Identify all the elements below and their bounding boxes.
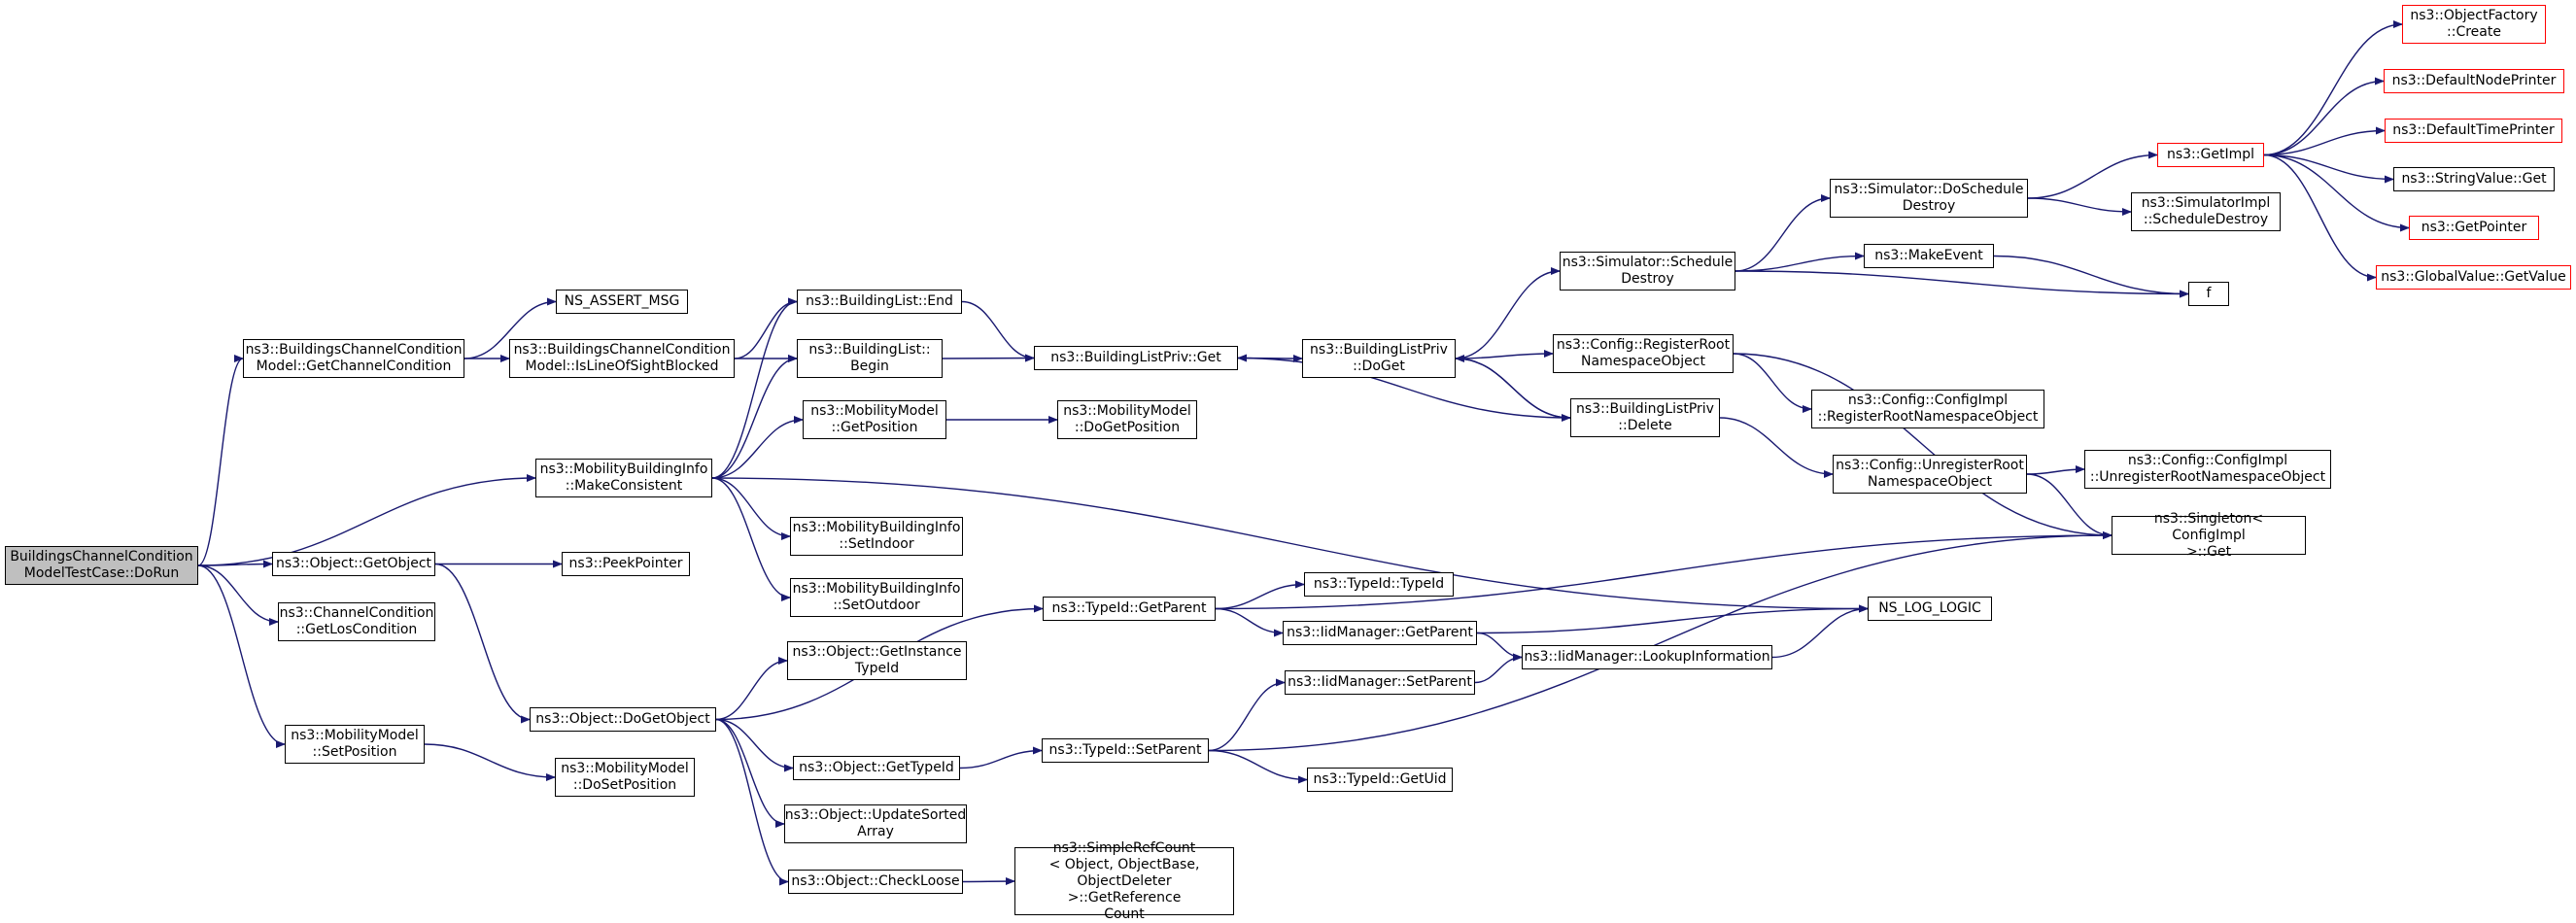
call-edge-schedule_destroy-to-make_event — [1735, 252, 1865, 272]
node-peek-pointer[interactable]: ns3::PeekPointer — [562, 552, 690, 576]
call-edge-mbi_make_consistent-to-building_list_end — [711, 297, 798, 479]
node-config-register-root-namespace-object[interactable]: ns3::Config::RegisterRoot NamespaceObjec… — [1553, 334, 1734, 373]
call-edge-get_impl-to-string_value_get — [2263, 154, 2394, 184]
call-edge-make_event-to-f — [1993, 255, 2189, 298]
call-edge-object_check_loose-to-simple_ref_count — [962, 877, 1015, 886]
call-edge-building_list_priv_doget-to-schedule_destroy — [1455, 267, 1561, 359]
node-object-factory-create[interactable]: ns3::ObjectFactory ::Create — [2402, 5, 2546, 44]
call-edge-mbi_make_consistent-to-mbi_set_indoor — [711, 477, 791, 540]
node-iid-manager-lookup-information[interactable]: ns3::IidManager::LookupInformation — [1522, 645, 1772, 669]
node-type-id-type-id[interactable]: ns3::TypeId::TypeId — [1304, 572, 1454, 597]
call-edge-root-to-mm_set_position — [197, 564, 286, 748]
call-edge-config_unregister_root-to-config_impl_unregister — [2026, 465, 2085, 475]
node-default-time-printer[interactable]: ns3::DefaultTimePrinter — [2385, 119, 2562, 143]
node-type-id-get-uid[interactable]: ns3::TypeId::GetUid — [1307, 768, 1453, 792]
call-edge-iid_manager_set_parent-to-iid_manager_lookup — [1474, 653, 1523, 684]
node-object-do-get-object[interactable]: ns3::Object::DoGetObject — [530, 707, 716, 732]
node-mobility-model-do-set-position[interactable]: ns3::MobilityModel ::DoSetPosition — [555, 758, 695, 797]
node-object-get-type-id[interactable]: ns3::Object::GetTypeId — [793, 756, 960, 780]
call-edge-config_register_root-to-config_impl_register — [1733, 353, 1812, 413]
node-mobility-model-get-position[interactable]: ns3::MobilityModel ::GetPosition — [803, 400, 946, 439]
node-mobility-building-info-set-indoor[interactable]: ns3::MobilityBuildingInfo ::SetIndoor — [790, 517, 963, 556]
node-get-impl[interactable]: ns3::GetImpl — [2157, 143, 2264, 167]
call-edge-object_do_get_object-to-object_update_sorted_array — [715, 718, 785, 828]
call-edge-root-to-object_get_object — [197, 560, 273, 568]
node-building-list-begin[interactable]: ns3::BuildingList:: Begin — [797, 339, 943, 378]
node-config-impl-unregister-root-namespace-object[interactable]: ns3::Config::ConfigImpl ::UnregisterRoot… — [2084, 450, 2331, 489]
node-get-channel-condition[interactable]: ns3::BuildingsChannelCondition Model::Ge… — [243, 339, 464, 378]
node-building-list-end[interactable]: ns3::BuildingList::End — [797, 290, 962, 314]
node-ns-assert-msg[interactable]: NS_ASSERT_MSG — [556, 290, 688, 314]
call-edge-mbi_make_consistent-to-mbi_set_outdoor — [711, 477, 791, 601]
node-type-id-set-parent[interactable]: ns3::TypeId::SetParent — [1042, 738, 1209, 763]
node-mobility-model-set-position[interactable]: ns3::MobilityModel ::SetPosition — [285, 725, 425, 764]
call-edge-type_id_get_parent-to-iid_manager_get_parent — [1215, 607, 1284, 637]
call-edge-do_schedule_destroy-to-simulator_impl_schedule_destroy — [2027, 197, 2132, 216]
node-mobility-building-info-set-outdoor[interactable]: ns3::MobilityBuildingInfo ::SetOutdoor — [790, 578, 963, 617]
call-edge-is_los_blocked-to-building_list_end — [734, 297, 798, 359]
node-singleton-config-impl-get[interactable]: ns3::Singleton< ConfigImpl >::Get — [2112, 511, 2306, 560]
call-edge-root-to-get_channel_condition — [197, 355, 244, 566]
call-edge-mbi_make_consistent-to-mm_get_position — [711, 416, 804, 479]
node-object-get-object[interactable]: ns3::Object::GetObject — [272, 552, 435, 576]
node-config-impl-register-root-namespace-object[interactable]: ns3::Config::ConfigImpl ::RegisterRootNa… — [1811, 390, 2044, 428]
node-default-node-printer[interactable]: ns3::DefaultNodePrinter — [2384, 69, 2564, 93]
call-edge-get_impl-to-default_node_printer — [2263, 77, 2385, 156]
node-get-pointer[interactable]: ns3::GetPointer — [2409, 216, 2539, 240]
call-edge-get_impl-to-global_value_get_value — [2263, 154, 2377, 282]
node-type-id-get-parent[interactable]: ns3::TypeId::GetParent — [1043, 597, 1216, 621]
call-edge-schedule_destroy-to-f — [1735, 270, 2189, 298]
node-is-line-of-sight-blocked[interactable]: ns3::BuildingsChannelCondition Model::Is… — [509, 339, 735, 378]
node-channel-condition-get-los-condition[interactable]: ns3::ChannelCondition ::GetLosCondition — [278, 602, 435, 641]
call-edge-type_id_set_parent-to-iid_manager_set_parent — [1208, 678, 1286, 752]
node-simulator-impl-schedule-destroy[interactable]: ns3::SimulatorImpl ::ScheduleDestroy — [2131, 192, 2281, 231]
call-edge-object_get_object-to-object_do_get_object — [434, 563, 531, 724]
call-edge-object_do_get_object-to-object_get_instance_type_id — [715, 657, 788, 721]
call-edge-type_id_set_parent-to-type_id_get_uid — [1208, 749, 1308, 784]
call-edge-get_impl-to-default_time_printer — [2263, 126, 2386, 156]
node-buildings-channel-condition-model-test-case-do-run[interactable]: BuildingsChannelCondition ModelTestCase:… — [5, 546, 198, 585]
call-edge-iid_manager_get_parent-to-iid_manager_lookup — [1476, 632, 1523, 662]
node-building-list-priv-get[interactable]: ns3::BuildingListPriv::Get — [1034, 346, 1238, 370]
call-edge-iid_manager_get_parent-to-ns_log_logic — [1476, 604, 1869, 634]
call-edge-iid_manager_lookup-to-ns_log_logic — [1771, 604, 1869, 659]
node-mobility-model-do-get-position[interactable]: ns3::MobilityModel ::DoGetPosition — [1057, 400, 1197, 439]
node-simulator-schedule-destroy[interactable]: ns3::Simulator::Schedule Destroy — [1560, 252, 1735, 291]
node-make-event[interactable]: ns3::MakeEvent — [1864, 244, 1994, 268]
node-f[interactable]: f — [2188, 282, 2229, 306]
call-edge-schedule_destroy-to-do_schedule_destroy — [1735, 194, 1831, 272]
call-edge-object_do_get_object-to-object_check_loose — [715, 718, 789, 886]
node-simple-ref-count-get-reference-count[interactable]: ns3::SimpleRefCount < Object, ObjectBase… — [1014, 840, 1234, 922]
node-iid-manager-set-parent[interactable]: ns3::IidManager::SetParent — [1285, 670, 1475, 695]
call-edge-root-to-channel_condition_get_los — [197, 564, 279, 626]
call-edge-object_get_type_id-to-type_id_set_parent — [959, 746, 1043, 769]
node-ns-log-logic[interactable]: NS_LOG_LOGIC — [1868, 597, 1992, 621]
node-building-list-priv-doget[interactable]: ns3::BuildingListPriv ::DoGet — [1302, 339, 1456, 378]
node-global-value-get-value[interactable]: ns3::GlobalValue::GetValue — [2376, 265, 2571, 290]
call-edge-building_list_end-to-building_list_priv_get — [961, 300, 1035, 362]
node-iid-manager-get-parent[interactable]: ns3::IidManager::GetParent — [1283, 621, 1477, 645]
node-simulator-do-schedule-destroy[interactable]: ns3::Simulator::DoSchedule Destroy — [1830, 179, 2028, 218]
node-mobility-building-info-make-consistent[interactable]: ns3::MobilityBuildingInfo ::MakeConsiste… — [535, 459, 712, 497]
call-edge-config_register_root-to-singleton_get — [1733, 353, 2112, 539]
call-edge-get_impl-to-get_pointer — [2263, 154, 2410, 232]
call-edge-building_list_priv_doget-to-config_register_root — [1455, 350, 1554, 359]
node-string-value-get[interactable]: ns3::StringValue::Get — [2393, 167, 2555, 191]
node-building-list-priv-delete[interactable]: ns3::BuildingListPriv ::Delete — [1570, 398, 1720, 437]
call-edge-object_do_get_object-to-object_get_type_id — [715, 718, 794, 772]
node-object-check-loose[interactable]: ns3::Object::CheckLoose — [788, 870, 963, 894]
node-object-get-instance-type-id[interactable]: ns3::Object::GetInstance TypeId — [787, 641, 967, 680]
call-edge-mm_set_position-to-mm_do_set_position — [424, 743, 556, 781]
call-edge-get_impl-to-object_factory_create — [2263, 20, 2403, 156]
node-object-update-sorted-array[interactable]: ns3::Object::UpdateSorted Array — [784, 804, 967, 843]
node-config-unregister-root-namespace-object[interactable]: ns3::Config::UnregisterRoot NamespaceObj… — [1833, 455, 2027, 494]
call-edge-type_id_get_parent-to-type_id_type_id — [1215, 580, 1305, 610]
